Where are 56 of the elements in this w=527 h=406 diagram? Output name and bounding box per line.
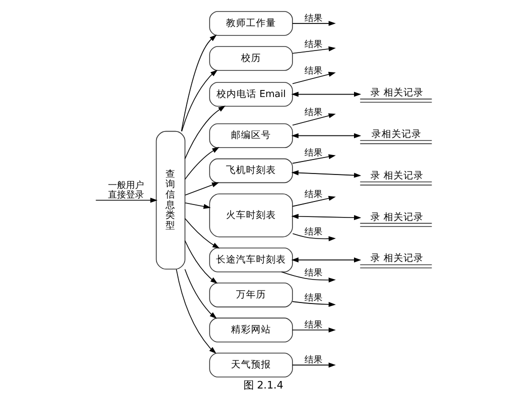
node-box: 教师工作量 <box>209 11 293 36</box>
arrow <box>292 72 336 84</box>
arrow <box>292 362 336 368</box>
arrow <box>291 92 362 97</box>
arrow <box>181 34 217 132</box>
node-box: 天气预报 <box>209 352 293 378</box>
edge-label: 结果 <box>304 356 323 366</box>
arrow <box>292 20 336 26</box>
edge-label: 结果 <box>304 293 323 304</box>
node-box: 长途汽车时刻表 <box>209 248 293 272</box>
arrow <box>184 147 220 180</box>
node-box: 火车时刻表 <box>209 193 293 238</box>
arrow <box>292 233 336 242</box>
arrow <box>184 106 226 160</box>
arrow <box>184 202 211 209</box>
node-box: 查询信息类型 <box>156 130 186 270</box>
edge-label: 结果 <box>304 66 323 76</box>
edge-label: 结果 <box>304 40 323 50</box>
edge-label: 结果 <box>304 268 323 279</box>
arrow <box>184 240 218 284</box>
arrow <box>291 257 362 262</box>
arrow <box>95 198 158 203</box>
arrow <box>292 113 336 126</box>
node-box: 校历 <box>209 46 293 71</box>
edge-label: 结果 <box>304 320 323 330</box>
arrow <box>176 268 216 354</box>
node-box: 邮编区号 <box>209 123 293 148</box>
arrow <box>184 218 220 249</box>
caption: 图 2.1.4 <box>244 379 284 392</box>
node-text: 录 相关记录 <box>370 212 424 223</box>
arrow <box>291 133 362 138</box>
edge-label: 结果 <box>304 108 323 118</box>
edge-label: 结果 <box>304 190 323 200</box>
edge-label: 结果 <box>304 227 323 238</box>
node-box: 精彩网站 <box>209 318 293 342</box>
edge-label: 结果 <box>304 148 323 158</box>
arrow <box>292 154 336 164</box>
edge-label: 结果 <box>304 14 323 24</box>
arrow <box>292 301 336 307</box>
arrow <box>181 70 218 132</box>
node-text: 录 相关记录 <box>370 88 424 99</box>
arrow <box>292 328 336 333</box>
node-text: 录相关记录 <box>372 128 422 140</box>
arrow <box>291 214 362 220</box>
arrow <box>281 272 336 283</box>
node-box: 校内电话 Email <box>209 82 293 107</box>
node-text: 录 相关记录 <box>370 253 424 264</box>
arrow <box>184 182 220 196</box>
node-box: 万年历 <box>209 282 293 308</box>
node-text: 录 相关记录 <box>370 170 424 182</box>
arrow <box>184 268 217 319</box>
node-box: 飞机时刻表 <box>209 158 293 184</box>
arrow <box>292 196 336 207</box>
arrow <box>292 46 336 54</box>
arrow <box>291 170 362 178</box>
edge-label: 一般用户直接登录 <box>108 181 144 201</box>
